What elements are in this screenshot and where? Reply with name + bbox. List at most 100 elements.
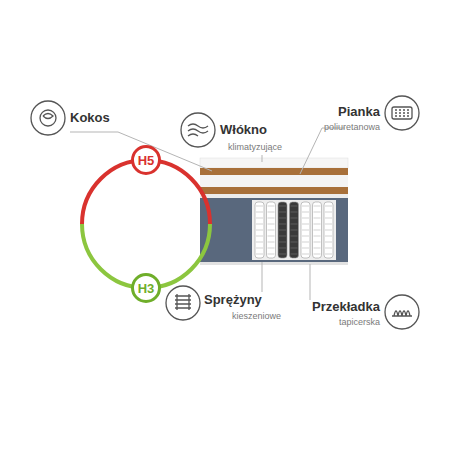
leader-line	[262, 155, 263, 162]
coconut-layer	[200, 187, 348, 194]
spring-coil	[302, 224, 309, 225]
spring-coil	[314, 242, 321, 243]
pocket-spring	[278, 202, 287, 258]
pocket-spring	[267, 202, 276, 258]
label-wrap: Pianka	[338, 104, 380, 119]
label-wrap: poliuretanowa	[324, 122, 380, 132]
springs-icon	[175, 294, 191, 310]
pocket-spring	[290, 202, 299, 258]
label-wrap: Przekładka	[312, 299, 380, 314]
foam-icon	[392, 107, 412, 119]
spring-coil	[256, 242, 263, 243]
top-cover	[200, 158, 348, 168]
spring-coil	[279, 254, 286, 255]
pocket-spring	[255, 202, 264, 258]
firmness-badge: H3	[131, 273, 161, 303]
spring-coil	[291, 242, 298, 243]
spring-coil	[291, 212, 298, 213]
spring-coil	[268, 218, 275, 219]
spring-coil	[256, 218, 263, 219]
spring-coil	[279, 224, 286, 225]
springs-icon	[166, 286, 200, 320]
spring-coil	[314, 218, 321, 219]
foam-icon	[385, 96, 419, 130]
spring-coil	[291, 218, 298, 219]
leader-line	[300, 128, 345, 174]
padding-icon	[392, 311, 412, 316]
spring-coil	[279, 248, 286, 249]
spring-coil	[325, 242, 332, 243]
coconut-layer	[200, 168, 348, 175]
spring-coil	[268, 206, 275, 207]
spring-coil	[325, 248, 332, 249]
label-wrap: tapicerska	[339, 317, 380, 327]
mattress-side	[200, 197, 348, 263]
feature-name: Włókno	[220, 122, 267, 137]
spring-coil	[256, 212, 263, 213]
spring-coil	[302, 236, 309, 237]
leader-line	[310, 264, 311, 300]
spring-coil	[279, 242, 286, 243]
fiber-icon	[181, 113, 215, 147]
spring-coil	[302, 206, 309, 207]
label-wrap: Kokos	[70, 110, 110, 125]
firmness-level: H3	[138, 281, 155, 296]
label-wrap: Włókno	[220, 122, 267, 137]
feature-name: Sprężyny	[204, 292, 262, 307]
coconut-icon	[31, 101, 65, 135]
feature-name: Pianka	[338, 104, 380, 119]
feature-name: Przekładka	[312, 299, 380, 314]
feature-subtitle: tapicerska	[339, 317, 380, 327]
spring-coil	[268, 212, 275, 213]
leader-line	[262, 262, 263, 292]
spring-coil	[256, 206, 263, 207]
spring-coil	[279, 230, 286, 231]
spring-coil	[291, 248, 298, 249]
spring-coil	[325, 218, 332, 219]
spring-coil	[302, 230, 309, 231]
label-wrap: kieszeniowe	[232, 311, 281, 321]
spring-coil	[314, 254, 321, 255]
spring-coil	[291, 230, 298, 231]
leader-lines	[70, 128, 345, 300]
spring-coil	[314, 206, 321, 207]
spring-coil	[279, 236, 286, 237]
spring-cutout	[252, 200, 336, 260]
firmness-level: H5	[138, 153, 155, 168]
spring-coil	[268, 248, 275, 249]
spring-coil	[314, 230, 321, 231]
foam-icon	[395, 110, 409, 116]
feature-subtitle: kieszeniowe	[232, 311, 281, 321]
spring-coil	[256, 236, 263, 237]
spring-coil	[291, 224, 298, 225]
spring-coil	[279, 212, 286, 213]
spring-coil	[325, 212, 332, 213]
spring-coil	[256, 224, 263, 225]
feature-icons	[31, 96, 419, 329]
pocket-springs	[255, 202, 333, 258]
coconut-icon	[40, 110, 56, 126]
spring-coil	[268, 242, 275, 243]
spring-coil	[279, 218, 286, 219]
spring-coil	[302, 248, 309, 249]
spring-coil	[325, 206, 332, 207]
spring-coil	[268, 230, 275, 231]
spring-coil	[325, 236, 332, 237]
spring-coil	[268, 254, 275, 255]
spring-coil	[268, 224, 275, 225]
spring-coil	[268, 236, 275, 237]
pocket-spring	[313, 202, 322, 258]
spring-coil	[256, 248, 263, 249]
spring-coil	[302, 254, 309, 255]
spring-coil	[291, 254, 298, 255]
foam-layer	[200, 194, 348, 198]
spring-coil	[291, 206, 298, 207]
spring-coil	[314, 248, 321, 249]
coconut-icon	[43, 114, 53, 119]
spring-coil	[302, 242, 309, 243]
feature-name: Kokos	[70, 110, 110, 125]
spring-coil	[325, 224, 332, 225]
